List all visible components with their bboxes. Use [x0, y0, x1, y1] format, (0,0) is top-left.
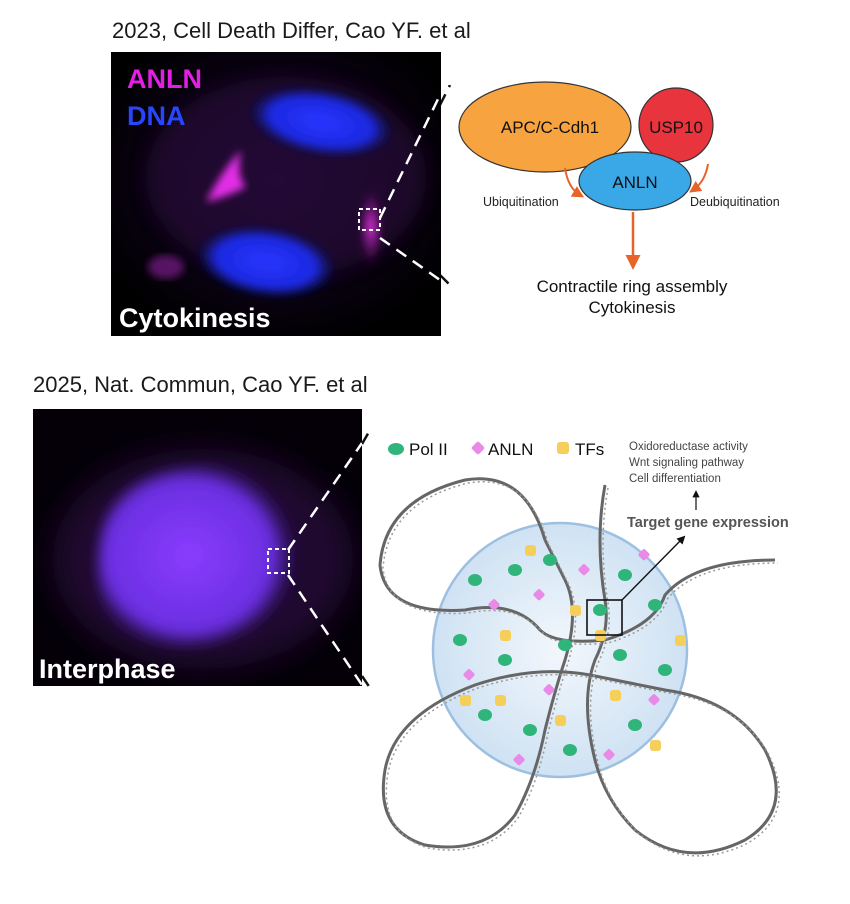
molecules	[453, 545, 686, 766]
chromatin-fiber	[378, 477, 778, 855]
anln-legend-icon	[471, 441, 485, 455]
function-2: Wnt signaling pathway	[629, 457, 744, 469]
target-arrow	[621, 535, 686, 601]
ubiquitination-label: Ubiquitination	[483, 195, 559, 209]
legend-pol2: Pol II	[409, 440, 448, 459]
cytokinesis-micrograph: ANLN DNA Cytokinesis	[111, 52, 441, 336]
zoom-lines-bottom	[286, 442, 364, 686]
legend-anln: ANLN	[488, 440, 533, 459]
target-gene-label: Target gene expression	[627, 515, 789, 531]
legend-dna: DNA	[127, 101, 186, 131]
cytokinesis-image	[111, 52, 441, 336]
deubiquitination-label: Deubiquitination	[690, 195, 780, 209]
citation-2023: 2023, Cell Death Differ, Cao YF. et al	[112, 18, 471, 43]
zoom-lines-top-outside	[441, 85, 451, 285]
deubiquitination-arrow	[689, 163, 709, 193]
zoom-lines-bottom-outside	[362, 430, 372, 689]
chromatin-fiber-strand	[382, 481, 780, 857]
citation-2025: 2025, Nat. Commun, Cao YF. et al	[33, 372, 368, 397]
apc-label: APC/C-Cdh1	[501, 118, 599, 137]
legend-anln: ANLN	[127, 64, 202, 94]
outcome-line1: Contractile ring assembly	[537, 277, 728, 296]
phase-label-cytokinesis: Cytokinesis	[119, 303, 271, 333]
outcome-line2: Cytokinesis	[589, 298, 676, 317]
interphase-micrograph: Interphase	[33, 409, 362, 686]
zoom-box-bottom	[267, 548, 290, 574]
apc-node	[458, 81, 632, 173]
condensate-diagram: Pol II ANLN TFs Oxidoreductase activity …	[378, 440, 789, 857]
pol2-legend-icon	[388, 443, 404, 455]
zoom-lines-top	[378, 94, 442, 282]
phase-label-interphase: Interphase	[39, 654, 176, 684]
pathway-diagram: APC/C-Cdh1 USP10 ANLN Ubiquitination Deu…	[458, 81, 780, 317]
zoom-box-top	[358, 208, 381, 231]
function-1: Oxidoreductase activity	[629, 441, 748, 453]
interphase-image	[33, 409, 362, 686]
ubiquitination-arrow	[564, 167, 585, 198]
anln-node	[578, 151, 692, 211]
function-3: Cell differentiation	[629, 473, 721, 485]
legend-tfs: TFs	[575, 440, 604, 459]
condensate-droplet	[431, 521, 689, 779]
anln-label: ANLN	[612, 173, 657, 192]
target-box	[586, 599, 623, 636]
usp10-label: USP10	[649, 118, 703, 137]
tfs-legend-icon	[557, 442, 569, 454]
